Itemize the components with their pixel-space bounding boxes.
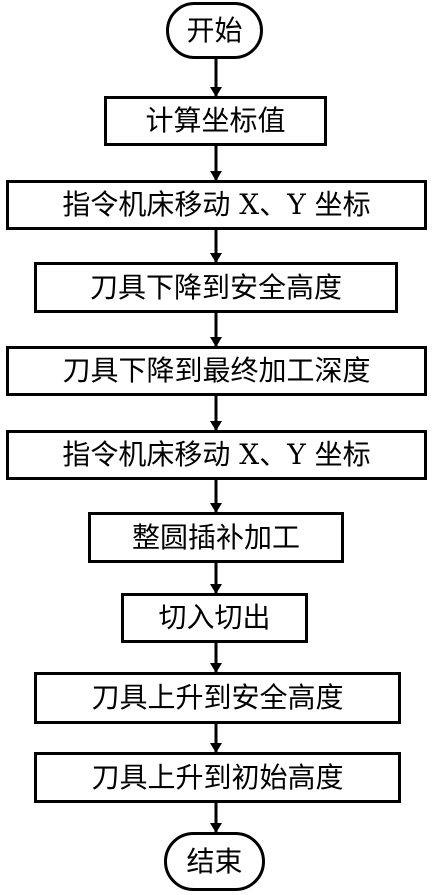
step-move-xy-2: 指令机床移动 X、Y 坐标 — [6, 430, 427, 480]
step-compute-coordinates: 计算坐标值 — [104, 96, 327, 146]
step-move-xy-1: 指令机床移动 X、Y 坐标 — [6, 180, 427, 230]
step-raise-to-initial-height: 刀具上升到初始高度 — [34, 752, 401, 803]
step-raise-to-safe-height: 刀具上升到安全高度 — [34, 672, 401, 724]
step-lower-to-safe-height: 刀具下降到安全高度 — [34, 262, 398, 313]
step-lower-to-final-depth: 刀具下降到最终加工深度 — [6, 346, 427, 396]
step-lead-in-lead-out: 切入切出 — [121, 593, 308, 643]
end-terminal: 结束 — [164, 832, 265, 891]
start-terminal: 开始 — [166, 2, 263, 59]
step-full-circle-interpolation: 整圆插补加工 — [88, 512, 344, 563]
